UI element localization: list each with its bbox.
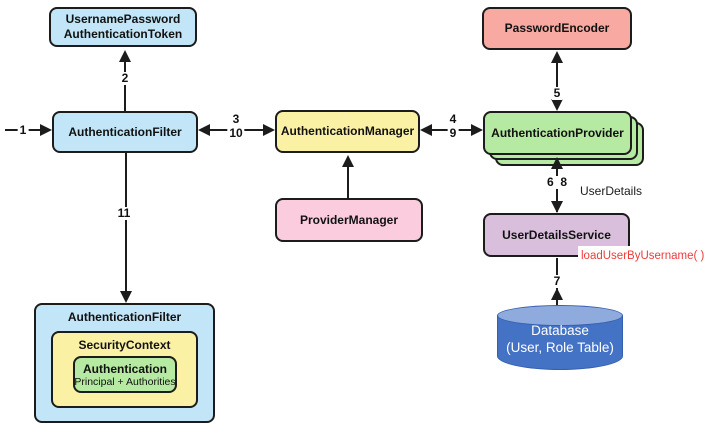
edge-1-label: 1 bbox=[17, 123, 29, 137]
edge-5-arrowhead-down bbox=[551, 99, 563, 111]
node-label: AuthenticationToken bbox=[63, 27, 183, 41]
edge-7-label: 7 bbox=[551, 274, 563, 288]
node-authentication-filter-bottom: AuthenticationFilter SecurityContext Aut… bbox=[34, 303, 215, 423]
edge-5-line bbox=[556, 54, 558, 109]
node-database: Database (User, Role Table) bbox=[497, 305, 623, 370]
edge-6-8-line bbox=[556, 166, 558, 212]
node-label: SecurityContext bbox=[78, 338, 171, 352]
node-label: UsernamePassword bbox=[65, 12, 181, 26]
edge-provider-manager-line bbox=[347, 160, 349, 198]
node-label: AuthenticationFilter bbox=[67, 310, 182, 324]
edge-10-label: 10 bbox=[227, 126, 245, 140]
database-label: Database (User, Role Table) bbox=[497, 322, 623, 356]
edge-provider-manager-arrowhead-up bbox=[342, 155, 354, 167]
node-label: Authentication bbox=[83, 361, 167, 376]
load-user-by-username-annotation: loadUserByUsername( ) bbox=[578, 246, 708, 266]
user-details-annotation: UserDetails bbox=[580, 184, 643, 198]
node-label: AuthenticationFilter bbox=[68, 124, 182, 139]
edge-5-arrowhead-up bbox=[551, 51, 563, 63]
edge-3-10-arrowhead-right bbox=[263, 124, 275, 136]
node-provider-manager: ProviderManager bbox=[275, 198, 423, 242]
edge-1-arrowhead-right bbox=[40, 124, 52, 136]
node-label: UserDetailsService bbox=[502, 227, 611, 242]
edge-6-8-label: 6 8 bbox=[544, 175, 570, 189]
node-authentication: Authentication Principal + Authorities bbox=[73, 356, 177, 393]
edge-4-label: 4 bbox=[447, 112, 459, 126]
node-label: AuthenticationManager bbox=[280, 124, 415, 138]
node-label: ProviderManager bbox=[299, 212, 399, 227]
node-security-context: SecurityContext Authentication Principal… bbox=[51, 331, 198, 408]
edge-11-line bbox=[125, 153, 127, 294]
node-password-encoder: PasswordEncoder bbox=[482, 7, 632, 50]
edge-11-label: 11 bbox=[115, 206, 133, 220]
database-label-line2: (User, Role Table) bbox=[506, 340, 614, 355]
edge-11-arrowhead-down bbox=[120, 291, 132, 303]
node-label: AuthenticationProvider bbox=[491, 125, 624, 140]
database-label-line1: Database bbox=[531, 323, 589, 338]
node-authentication-provider: AuthenticationProvider bbox=[483, 111, 632, 155]
node-username-password-authentication-token: UsernamePassword AuthenticationToken bbox=[49, 7, 197, 47]
edge-3-label: 3 bbox=[230, 112, 242, 126]
edge-9-label: 9 bbox=[447, 126, 459, 140]
edge-6-8-arrowhead-down bbox=[551, 201, 563, 213]
edge-6-8-arrowhead-up bbox=[551, 157, 563, 169]
node-authentication-manager: AuthenticationManager bbox=[275, 110, 420, 153]
edge-4-9-arrowhead-left bbox=[420, 124, 432, 136]
edge-5-label: 5 bbox=[551, 86, 563, 100]
edge-4-9-arrowhead-right bbox=[471, 124, 483, 136]
node-label: PasswordEncoder bbox=[504, 21, 610, 35]
node-sublabel: Principal + Authorities bbox=[74, 375, 176, 388]
database-cylinder-top bbox=[497, 305, 623, 326]
edge-2-label: 2 bbox=[119, 71, 131, 85]
node-authentication-filter: AuthenticationFilter bbox=[52, 111, 198, 153]
edge-2-arrowhead-up bbox=[119, 50, 131, 62]
edge-7-arrowhead-up bbox=[551, 288, 563, 300]
edge-3-10-arrowhead-left bbox=[198, 124, 210, 136]
